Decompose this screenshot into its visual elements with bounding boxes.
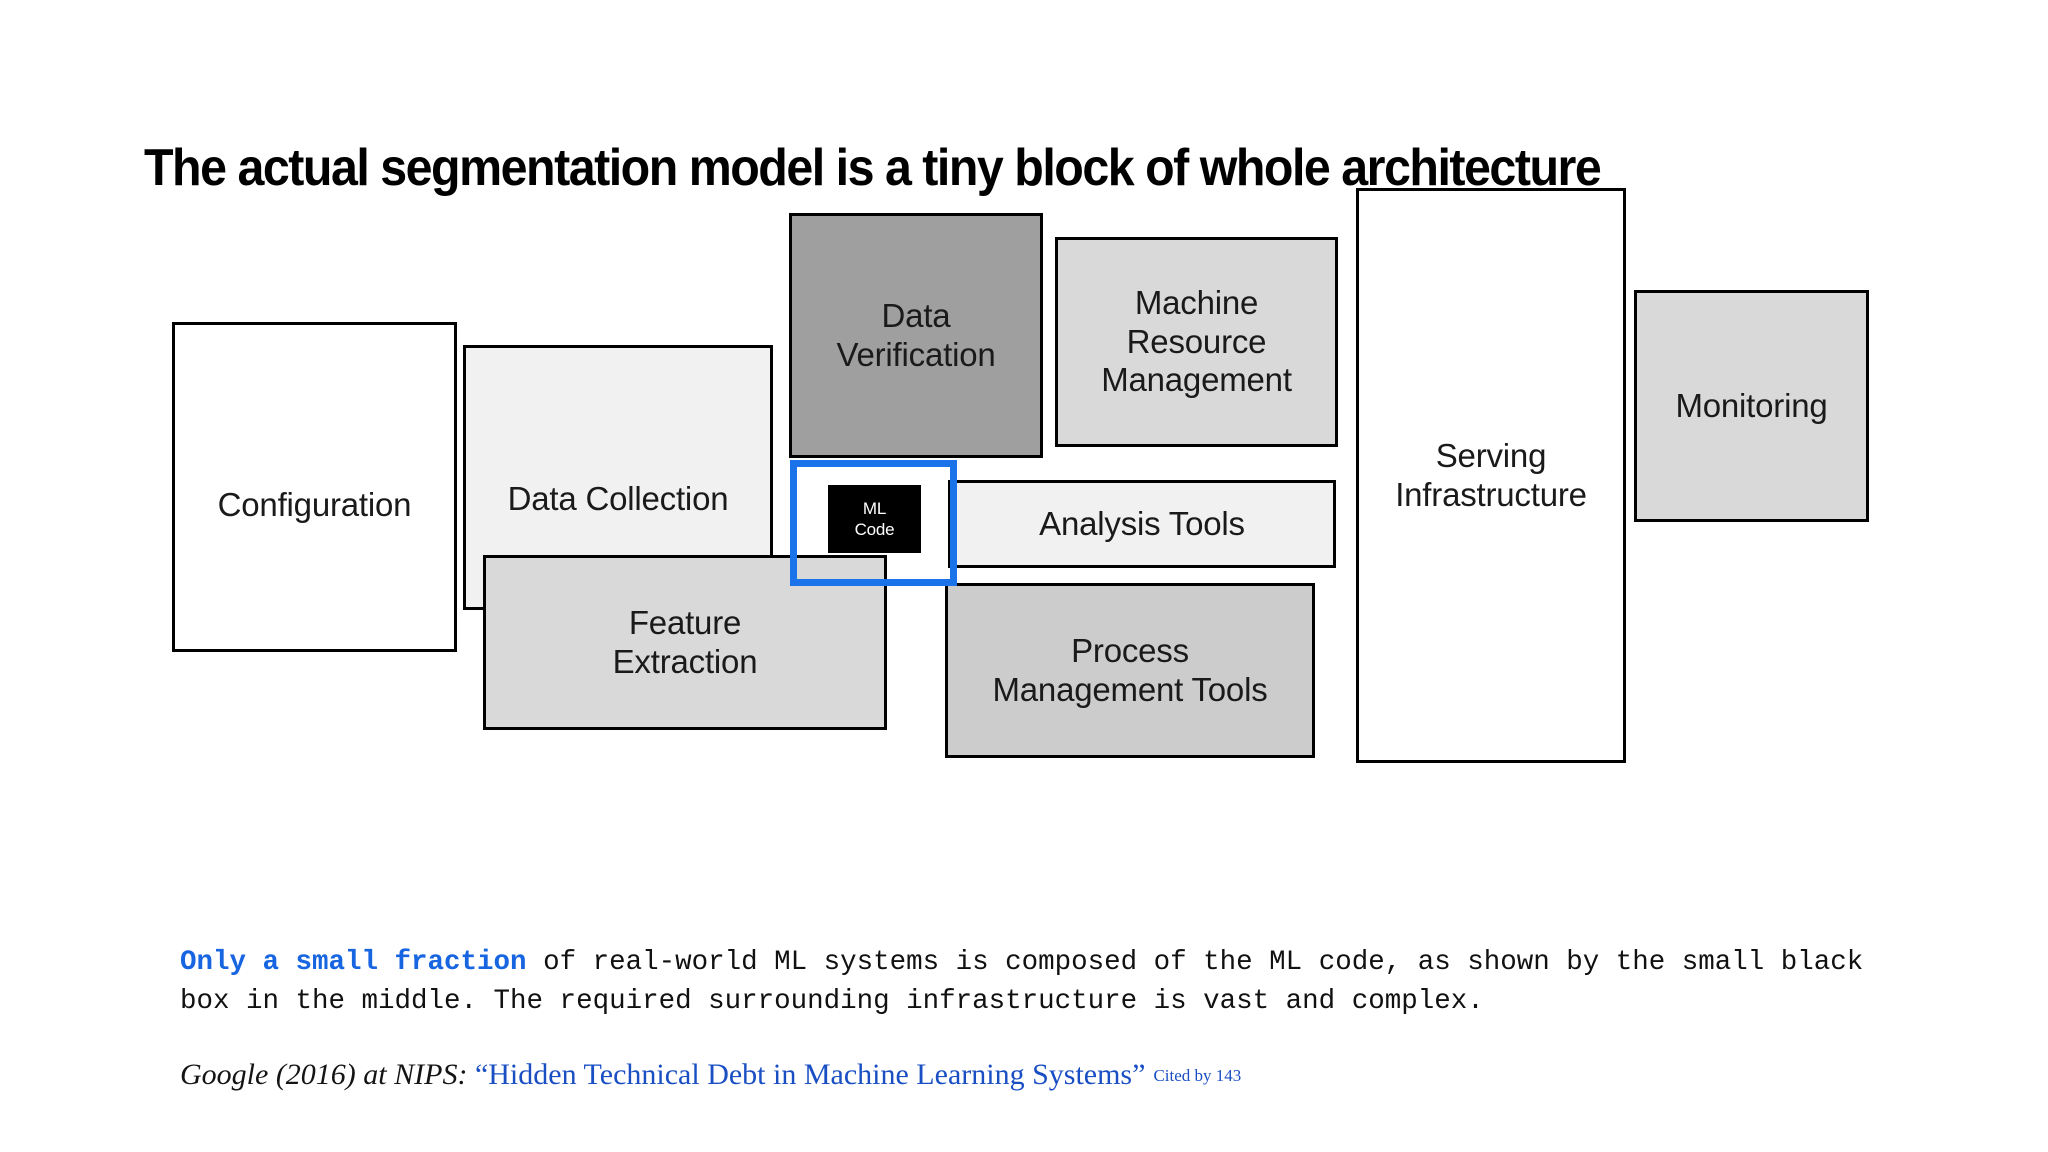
citation-line: Google (2016) at NIPS: “Hidden Technical… xyxy=(180,1057,1920,1094)
page-title: The actual segmentation model is a tiny … xyxy=(144,138,1602,197)
paper-title-link[interactable]: “Hidden Technical Debt in Machine Learni… xyxy=(474,1058,1146,1091)
diagram-node-process-management-tools[interactable]: Process Management Tools xyxy=(945,583,1315,758)
architecture-diagram: Configuration Data Collection Data Verif… xyxy=(0,188,2048,835)
node-label: Analysis Tools xyxy=(1039,504,1245,542)
citation-source: Google (2016) at NIPS: xyxy=(180,1058,475,1091)
node-label: Serving Infrastructure xyxy=(1395,436,1587,513)
diagram-node-machine-resource-management[interactable]: Machine Resource Management xyxy=(1055,237,1338,447)
diagram-node-serving-infrastructure[interactable]: Serving Infrastructure xyxy=(1356,188,1626,763)
caption-text: Only a small fraction of real-world ML s… xyxy=(180,943,1920,1021)
node-label: Feature Extraction xyxy=(612,603,758,680)
diagram-node-analysis-tools[interactable]: Analysis Tools xyxy=(948,480,1336,568)
node-label: Configuration xyxy=(217,485,412,523)
diagram-node-ml-code[interactable]: ML Code xyxy=(828,485,921,553)
node-label: Machine Resource Management xyxy=(1101,284,1292,399)
diagram-node-monitoring[interactable]: Monitoring xyxy=(1634,290,1869,522)
node-label: Data Collection xyxy=(507,480,729,518)
diagram-node-configuration[interactable]: Configuration xyxy=(172,322,457,652)
node-label: ML Code xyxy=(854,498,895,539)
node-label: Monitoring xyxy=(1675,386,1828,424)
ml-code-highlight-rectangle xyxy=(790,460,957,586)
caption-highlight: Only a small fraction xyxy=(180,946,527,978)
node-label: Data Verification xyxy=(836,296,996,373)
caption-body: of real-world ML systems is composed of … xyxy=(180,946,1864,1017)
node-label: Process Management Tools xyxy=(992,631,1268,708)
diagram-node-data-verification[interactable]: Data Verification xyxy=(789,213,1043,458)
cited-by-count[interactable]: Cited by 143 xyxy=(1153,1066,1242,1085)
